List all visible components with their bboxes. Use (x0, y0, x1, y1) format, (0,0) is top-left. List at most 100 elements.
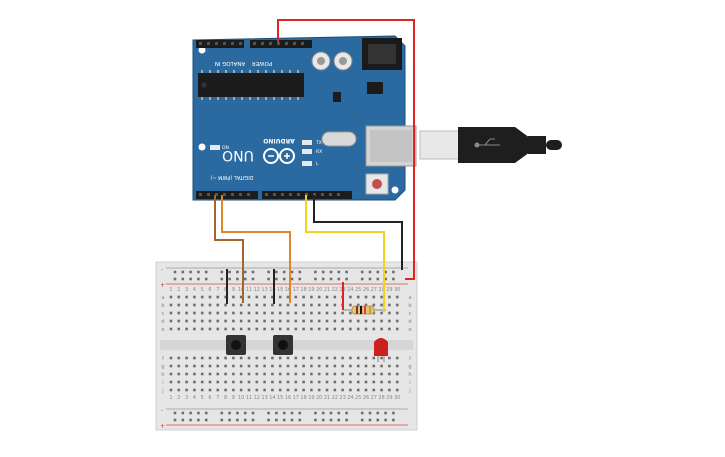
breadboard-hole[interactable] (278, 303, 282, 307)
breadboard-hole[interactable] (395, 311, 399, 315)
breadboard-hole[interactable] (384, 411, 387, 415)
breadboard-hole[interactable] (317, 388, 321, 392)
breadboard-hole[interactable] (255, 388, 259, 392)
breadboard-hole[interactable] (278, 388, 282, 392)
breadboard-hole[interactable] (208, 388, 212, 392)
breadboard-hole[interactable] (333, 303, 337, 307)
breadboard-hole[interactable] (329, 270, 333, 274)
breadboard-hole[interactable] (263, 319, 266, 323)
breadboard-hole[interactable] (197, 277, 200, 281)
breadboard-hole[interactable] (302, 372, 305, 376)
breadboard-hole[interactable] (341, 388, 344, 392)
breadboard-hole[interactable] (314, 418, 317, 422)
breadboard-hole[interactable] (239, 372, 243, 376)
breadboard-hole[interactable] (290, 277, 294, 281)
breadboard-hole[interactable] (232, 303, 235, 307)
breadboard-hole[interactable] (298, 418, 302, 422)
breadboard-hole[interactable] (294, 372, 298, 376)
breadboard-hole[interactable] (224, 380, 227, 384)
breadboard-hole[interactable] (337, 277, 341, 281)
breadboard-hole[interactable] (341, 356, 344, 360)
breadboard-hole[interactable] (224, 388, 227, 392)
breadboard-hole[interactable] (216, 380, 220, 384)
breadboard-hole[interactable] (341, 327, 344, 331)
breadboard-hole[interactable] (224, 295, 227, 299)
breadboard-hole[interactable] (208, 372, 212, 376)
breadboard-hole[interactable] (294, 364, 298, 368)
breadboard-hole[interactable] (329, 277, 333, 281)
breadboard-hole[interactable] (255, 303, 259, 307)
breadboard-hole[interactable] (364, 364, 368, 368)
breadboard-hole[interactable] (333, 356, 337, 360)
breadboard-hole[interactable] (247, 356, 251, 360)
breadboard-hole[interactable] (372, 295, 376, 299)
breadboard-hole[interactable] (189, 277, 192, 281)
breadboard-hole[interactable] (220, 277, 224, 281)
breadboard-hole[interactable] (345, 418, 348, 422)
breadboard-hole[interactable] (177, 372, 181, 376)
breadboard-hole[interactable] (239, 327, 243, 331)
breadboard-hole[interactable] (263, 311, 266, 315)
breadboard-hole[interactable] (216, 311, 220, 315)
breadboard-hole[interactable] (232, 295, 235, 299)
breadboard-hole[interactable] (310, 327, 313, 331)
breadboard-hole[interactable] (193, 356, 196, 360)
breadboard-hole[interactable] (173, 277, 177, 281)
breadboard-hole[interactable] (267, 411, 270, 415)
breadboard-hole[interactable] (185, 388, 188, 392)
breadboard-hole[interactable] (181, 270, 185, 274)
breadboard-hole[interactable] (255, 364, 259, 368)
breadboard-hole[interactable] (321, 277, 325, 281)
breadboard-hole[interactable] (341, 319, 344, 323)
breadboard-hole[interactable] (349, 380, 352, 384)
red-led[interactable] (374, 338, 388, 362)
breadboard-hole[interactable] (380, 388, 383, 392)
breadboard-hole[interactable] (278, 356, 282, 360)
breadboard-hole[interactable] (337, 418, 341, 422)
breadboard-hole[interactable] (247, 372, 251, 376)
breadboard-hole[interactable] (356, 295, 360, 299)
breadboard-hole[interactable] (337, 270, 341, 274)
breadboard-hole[interactable] (372, 303, 376, 307)
breadboard-hole[interactable] (169, 311, 173, 315)
breadboard-hole[interactable] (372, 364, 376, 368)
breadboard-hole[interactable] (271, 356, 274, 360)
breadboard-hole[interactable] (360, 418, 364, 422)
breadboard-hole[interactable] (185, 327, 188, 331)
breadboard-hole[interactable] (294, 388, 298, 392)
breadboard-hole[interactable] (388, 388, 391, 392)
breadboard-hole[interactable] (368, 411, 372, 415)
breadboard-hole[interactable] (185, 380, 188, 384)
breadboard-hole[interactable] (216, 388, 220, 392)
breadboard-hole[interactable] (329, 418, 333, 422)
breadboard-hole[interactable] (321, 418, 325, 422)
breadboard-hole[interactable] (278, 364, 282, 368)
breadboard-hole[interactable] (224, 303, 227, 307)
breadboard-hole[interactable] (337, 411, 341, 415)
breadboard-hole[interactable] (255, 356, 259, 360)
breadboard-hole[interactable] (169, 388, 173, 392)
breadboard-hole[interactable] (345, 270, 348, 274)
breadboard-hole[interactable] (368, 418, 372, 422)
breadboard-hole[interactable] (197, 270, 200, 274)
breadboard-hole[interactable] (372, 319, 376, 323)
breadboard-hole[interactable] (345, 411, 348, 415)
breadboard-hole[interactable] (173, 418, 177, 422)
breadboard-hole[interactable] (193, 311, 196, 315)
breadboard-hole[interactable] (356, 380, 360, 384)
breadboard-hole[interactable] (247, 388, 251, 392)
breadboard-hole[interactable] (239, 364, 243, 368)
breadboard-hole[interactable] (395, 364, 399, 368)
breadboard-hole[interactable] (255, 311, 259, 315)
breadboard-hole[interactable] (314, 270, 317, 274)
breadboard-hole[interactable] (286, 311, 290, 315)
breadboard-hole[interactable] (349, 364, 352, 368)
breadboard-hole[interactable] (298, 411, 302, 415)
breadboard-hole[interactable] (216, 295, 220, 299)
breadboard-hole[interactable] (286, 356, 290, 360)
breadboard-hole[interactable] (189, 418, 192, 422)
breadboard-hole[interactable] (395, 319, 399, 323)
breadboard-hole[interactable] (216, 303, 220, 307)
breadboard-hole[interactable] (294, 327, 298, 331)
pushbutton-2[interactable] (273, 335, 293, 355)
